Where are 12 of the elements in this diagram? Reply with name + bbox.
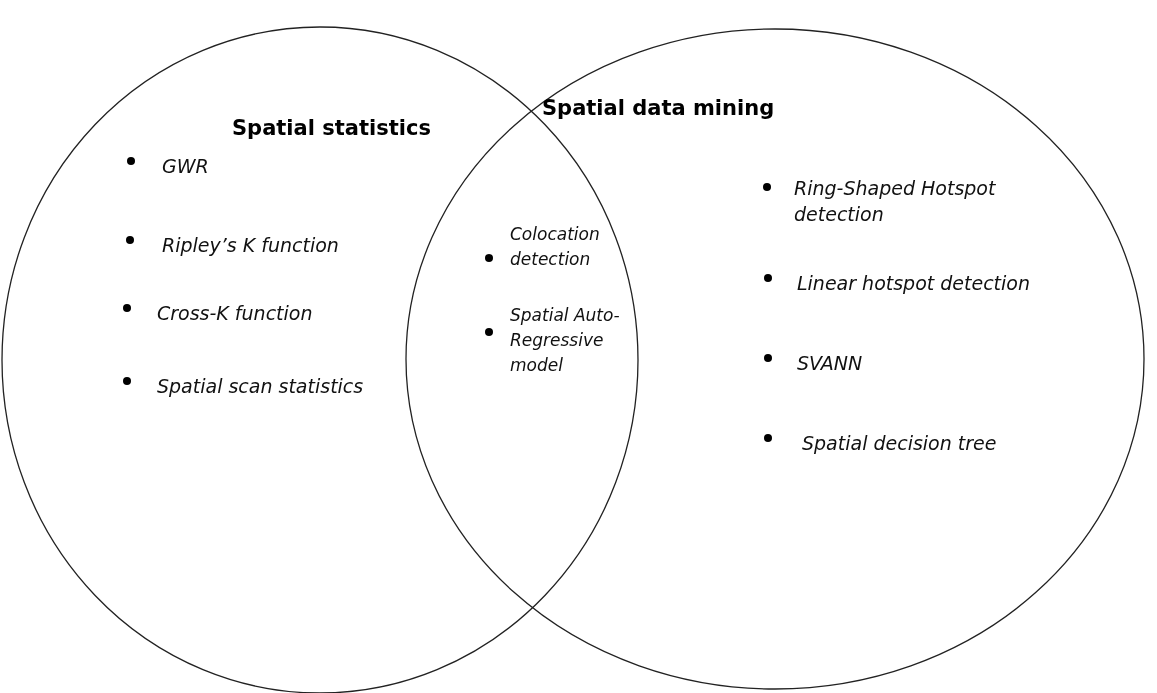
list-item-text: Spatial decision tree (802, 431, 998, 456)
list-item-text: Linear hotspot detection (797, 271, 1031, 296)
list-item-text: Spatial Auto-Regressive model (510, 304, 621, 377)
list-item-text: Ring-Shaped Hotspot detection (794, 176, 997, 227)
list-item-text: GWR (162, 154, 210, 179)
list-item-text: Ripley’s K function (162, 233, 340, 258)
set-title: Spatial statistics (232, 116, 431, 140)
list-item-text: Colocation detection (510, 223, 601, 271)
list-item-text: SVANN (797, 351, 864, 376)
set-title: Spatial data mining (542, 96, 775, 120)
list-item-text: Cross-K function (157, 301, 314, 326)
list-item-text: Spatial scan statistics (157, 374, 365, 399)
